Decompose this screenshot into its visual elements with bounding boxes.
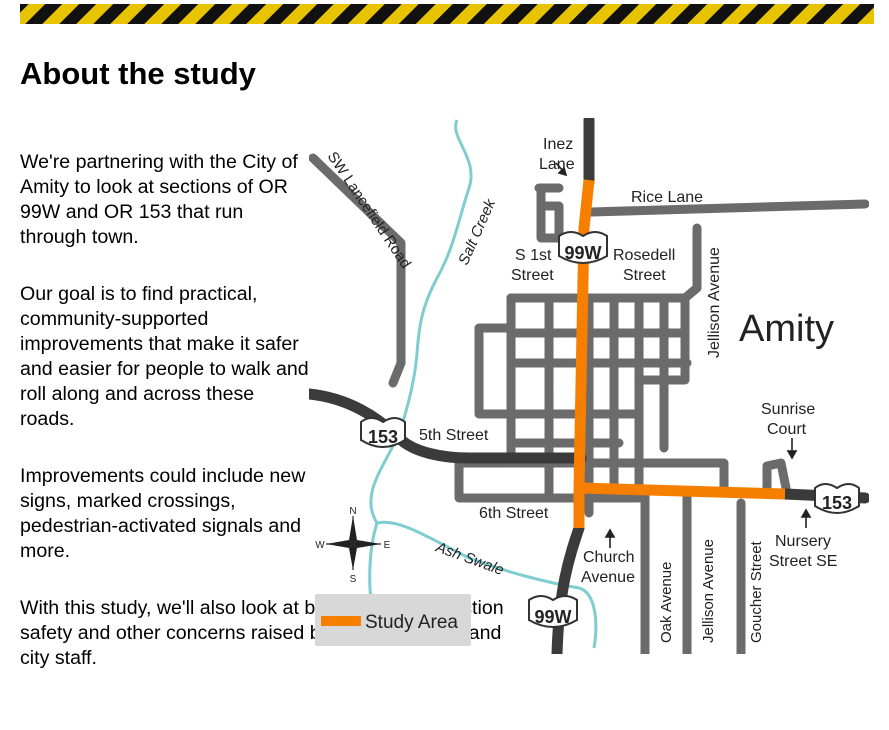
label-6th-street: 6th Street [479,505,549,522]
label-sunrise-court-2: Court [767,421,807,438]
label-5th-street: 5th Street [419,427,489,444]
compass-e-label: E [384,540,391,551]
improvements-paragraph: Improvements could include new signs, ma… [20,465,306,562]
shield-99w-south-icon: 99W [528,595,578,628]
label-sunrise-court-1: Sunrise [761,401,815,418]
label-ash-swale: Ash Swale [433,538,506,579]
compass-s-label: S [350,574,357,585]
shield-153-east-label: 153 [822,493,852,513]
shield-99w-north-icon: 99W [558,231,608,264]
label-inez-lane-2: Lane [539,156,575,173]
label-rosedell-street-1: Rosedell [613,247,675,264]
label-s-1st-street-1: S 1st [515,247,552,264]
label-nursery-street-2: Street SE [769,553,837,570]
label-salt-creek: Salt Creek [455,195,500,267]
label-goucher-street: Goucher Street [748,540,765,643]
ash-swale-water [376,520,598,649]
label-church-avenue-2: Avenue [581,569,635,586]
label-town-amity: Amity [739,308,834,350]
label-nursery-street-1: Nursery [775,533,831,550]
shield-153-west-icon: 153 [360,417,406,448]
hazard-stripe-banner [20,4,874,24]
label-rosedell-street-2: Street [623,267,666,284]
study-area-route [573,179,786,528]
intro-paragraph: We're partnering with the City of Amity … [20,151,298,248]
label-church-avenue-1: Church [583,549,635,566]
label-jellison-avenue-north: Jellison Avenue [706,247,723,358]
map-legend: Study Area [315,594,471,646]
compass-w-label: W [315,540,325,551]
shield-99w-north-label: 99W [564,243,601,263]
label-inez-lane-1: Inez [543,136,573,153]
salt-creek-water [369,119,473,524]
label-sw-lancefield-road: SW Lancefield Road [324,149,415,272]
shield-153-west-label: 153 [368,427,398,447]
goal-paragraph: Our goal is to find practical, community… [20,283,309,430]
label-s-1st-street-2: Street [511,267,554,284]
legend-study-area-swatch [321,616,361,626]
study-area-map: 99W 153 153 99W Inez Lane Rice Lane S 1s… [309,118,869,654]
shield-99w-south-label: 99W [534,607,571,627]
label-rice-lane: Rice Lane [631,189,703,206]
label-jellison-avenue-south: Jellison Avenue [700,539,717,643]
pointer-arrows [555,162,812,548]
compass-n-label: N [349,506,356,517]
label-oak-avenue: Oak Avenue [658,562,675,643]
legend-study-area-label: Study Area [365,612,458,633]
shield-153-east-icon: 153 [814,483,860,514]
compass-rose-icon: N S W E [315,506,390,585]
page-title: About the study [20,56,256,91]
